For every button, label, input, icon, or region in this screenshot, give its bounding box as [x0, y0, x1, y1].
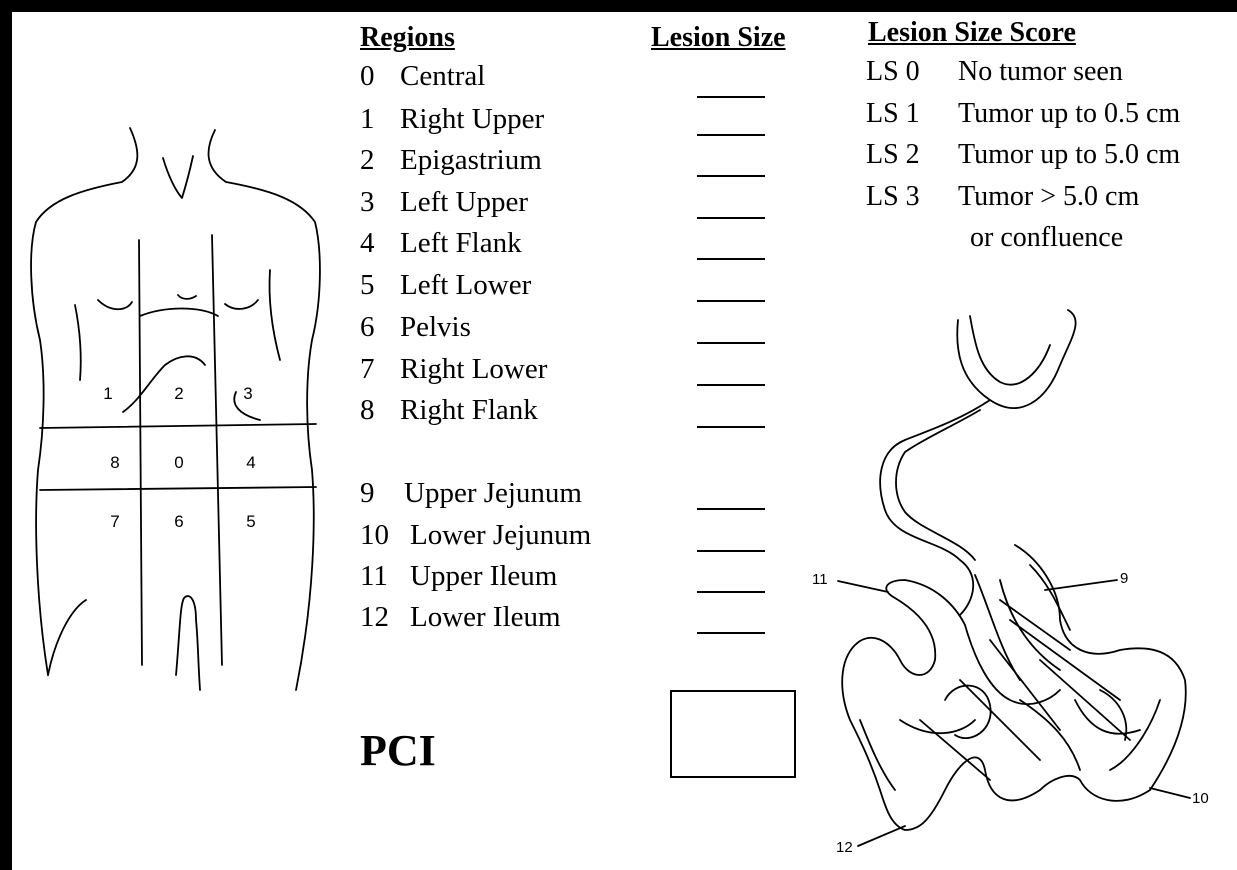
zone-label: 3: [233, 384, 263, 404]
torso-outline: [31, 128, 320, 690]
lesion-size-blank[interactable]: [697, 134, 765, 136]
zone-label: 7: [100, 512, 130, 532]
lesion-size-score-header: Lesion Size Score: [868, 17, 1076, 49]
lesion-size-blank[interactable]: [697, 426, 765, 428]
zone-label: 8: [100, 453, 130, 473]
zone-label: 4: [236, 453, 266, 473]
pci-label: PCI: [360, 725, 436, 776]
bowel-label: 9: [1120, 570, 1128, 587]
zone-label: 5: [236, 512, 266, 532]
lesion-size-blank[interactable]: [697, 632, 765, 634]
zone-label: 1: [93, 384, 123, 404]
lesion-size-blank[interactable]: [697, 258, 765, 260]
abdomen-grid: [40, 235, 316, 665]
zone-label: 2: [164, 384, 194, 404]
bowel-label: 12: [836, 839, 853, 856]
lesion-size-blank[interactable]: [697, 217, 765, 219]
regions-header: Regions: [360, 22, 455, 54]
bowel-label: 11: [812, 571, 828, 588]
lesion-size-blank[interactable]: [697, 300, 765, 302]
lesion-size-blank[interactable]: [697, 591, 765, 593]
lesion-size-blank[interactable]: [697, 175, 765, 177]
lesion-size-blank[interactable]: [697, 384, 765, 386]
lesion-size-blank[interactable]: [697, 342, 765, 344]
pci-total-box[interactable]: [670, 690, 796, 778]
zone-label: 0: [164, 453, 194, 473]
lesion-size-blank[interactable]: [697, 550, 765, 552]
zone-label: 6: [164, 512, 194, 532]
lesion-size-blank[interactable]: [697, 508, 765, 510]
lesion-size-blank[interactable]: [697, 96, 765, 98]
lesion-size-header: Lesion Size: [651, 22, 786, 54]
small-bowel-illustration: [842, 310, 1186, 830]
score-continuation: or confluence: [970, 222, 1123, 254]
bowel-label: 10: [1192, 790, 1209, 807]
